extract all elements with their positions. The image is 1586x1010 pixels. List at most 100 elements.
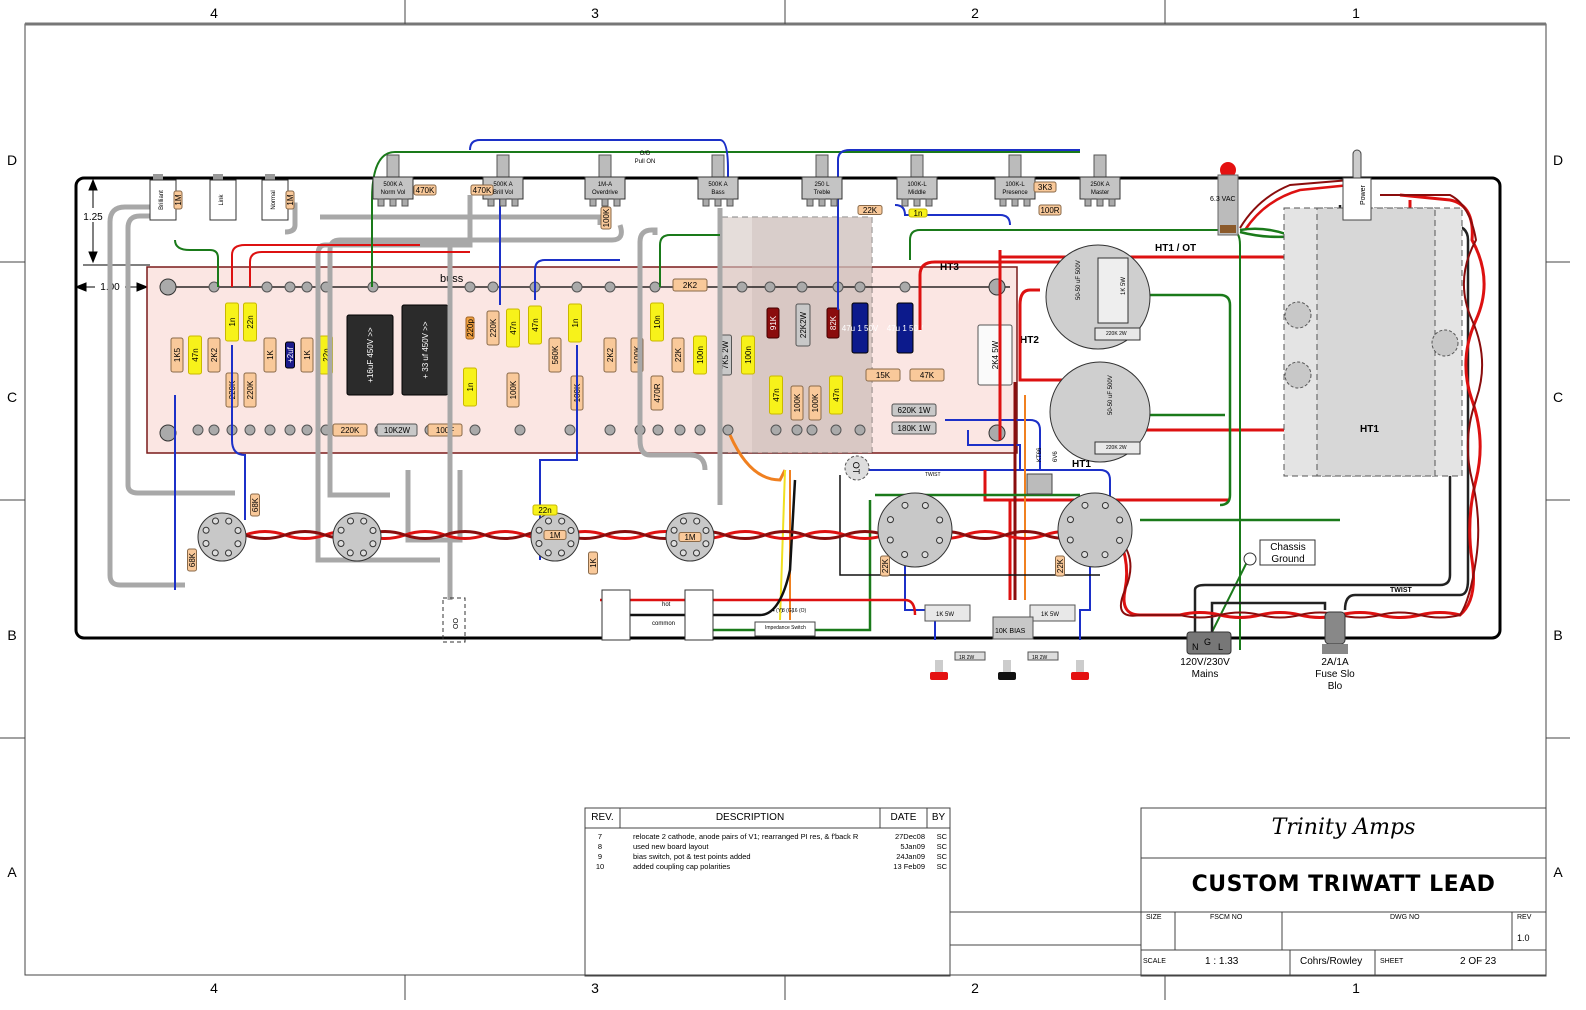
ht1-label: HT1 bbox=[1360, 424, 1379, 435]
zone-row-d: D bbox=[7, 152, 17, 168]
filter-cap-16uf-label: +16uF 450V >> bbox=[366, 327, 375, 383]
zone-row-b: B bbox=[7, 627, 16, 643]
resistor-label: 2K2 bbox=[210, 347, 219, 362]
pot-norm-vol[interactable]: 500K A Norm Vol bbox=[372, 154, 414, 207]
filter-can-2 bbox=[1049, 361, 1151, 463]
resistor-180k: 180K 1W bbox=[891, 421, 937, 435]
resistor: 1K5 bbox=[170, 337, 184, 373]
pot-name: Brill Vol bbox=[493, 190, 513, 196]
bias-test-points[interactable] bbox=[930, 660, 1089, 680]
zone-col-2-bottom: 2 bbox=[971, 980, 979, 996]
resistor-10k2w: 10K2W bbox=[376, 423, 418, 437]
resistor: 2K2 bbox=[603, 337, 617, 373]
cap-220p: 220p bbox=[465, 316, 475, 340]
turret bbox=[469, 424, 481, 436]
chassis-ground-box bbox=[1259, 539, 1316, 566]
rev-desc: used new board layout bbox=[633, 842, 709, 851]
rev-by: SC bbox=[936, 852, 947, 861]
capacitor: 47n bbox=[528, 305, 542, 345]
resistor-82k: 82K bbox=[826, 307, 840, 339]
cap-2uf-label: +2uf bbox=[286, 346, 295, 363]
screen-res-1: 1K 5W bbox=[936, 612, 954, 618]
transformer-footprint bbox=[1283, 207, 1463, 477]
resistor-label: 470R bbox=[653, 383, 662, 402]
filter-can-1 bbox=[1045, 244, 1151, 350]
resistor-91k: 91K bbox=[766, 307, 780, 339]
pin-g: G bbox=[1204, 637, 1211, 647]
pot-name: Overdrive bbox=[592, 190, 619, 196]
zone-row-a-right: A bbox=[1553, 864, 1563, 880]
can1-bleeder: 220K 2W bbox=[1106, 331, 1127, 337]
input-jack-link[interactable]: Link bbox=[209, 174, 237, 221]
cap-1n-label: 1n bbox=[914, 209, 923, 218]
rev-rev: 8 bbox=[597, 842, 603, 851]
resistor-22k2w-label: 22K2W bbox=[799, 311, 808, 338]
resistor-label: 100F bbox=[436, 426, 454, 435]
resistor-22k2w: 22K2W bbox=[795, 303, 811, 347]
pot-name: Presence bbox=[1002, 190, 1028, 196]
bias-test-res-1: 1R 2W bbox=[959, 655, 975, 661]
cap-22n-tube: 22n bbox=[532, 504, 558, 516]
res-1k-tube: 1K bbox=[588, 551, 598, 575]
capacitor-label: 1n bbox=[466, 383, 475, 392]
turret bbox=[284, 281, 296, 293]
resistor-1m-normal: 1M bbox=[285, 190, 295, 210]
resistor: 1K bbox=[263, 337, 277, 373]
resistor-label: 220K bbox=[246, 380, 255, 399]
rev-rev: 7 bbox=[597, 832, 603, 841]
by-header: BY bbox=[931, 812, 946, 823]
capacitor-label: 1n bbox=[571, 319, 580, 328]
dim-vertical: 1.25 bbox=[83, 212, 103, 223]
rev-desc: added coupling cap polarities bbox=[633, 862, 731, 871]
pot-name: Middle bbox=[908, 190, 926, 196]
pot-value: 250K A bbox=[1090, 182, 1109, 188]
resistor-label: 1K bbox=[303, 349, 312, 359]
res-1m-2-label: 1M bbox=[684, 533, 695, 542]
rev-by: SC bbox=[936, 832, 947, 841]
resistor-2k4-5w: 2K4 5W bbox=[977, 324, 1013, 386]
pot-name: Norm Vol bbox=[381, 190, 406, 196]
rev-date: 13 Feb09 bbox=[893, 862, 925, 871]
zone-row-a: A bbox=[7, 864, 17, 880]
filter-cap-16uf: +16uF 450V >> bbox=[346, 314, 394, 396]
turret bbox=[604, 424, 616, 436]
turret bbox=[722, 424, 734, 436]
power-switch[interactable] bbox=[1342, 149, 1372, 221]
iec-inlet[interactable] bbox=[1186, 631, 1232, 655]
electrolytic-1-label: 47u 1 50V bbox=[842, 324, 879, 333]
resistor: 100K bbox=[506, 372, 520, 408]
electrolytic-1: 47u 1 50V bbox=[842, 302, 879, 354]
bias-pot-label[interactable]: 10K BIAS bbox=[995, 628, 1026, 635]
pot-value: 500K A bbox=[383, 182, 402, 188]
resistor: 100F bbox=[427, 423, 463, 437]
tube-type-switch[interactable] bbox=[1026, 473, 1053, 495]
can1-cap: 50-50 uF 500V bbox=[1076, 260, 1082, 300]
screen-res-2: 1K 5W bbox=[1041, 612, 1059, 618]
size-label: SIZE bbox=[1146, 914, 1162, 921]
impedance-switch[interactable] bbox=[754, 621, 816, 637]
turret bbox=[301, 281, 313, 293]
scale-label: SCALE bbox=[1143, 958, 1166, 965]
electrolytic-2-label: 47u 1 50V bbox=[887, 324, 924, 333]
resistor: 220K bbox=[332, 423, 368, 437]
turret bbox=[652, 424, 664, 436]
input-jack-normal[interactable]: Normal bbox=[261, 174, 289, 221]
turret bbox=[208, 424, 220, 436]
resistor-label: 1K5 bbox=[173, 347, 182, 362]
shielded-cables bbox=[107, 195, 723, 600]
speaker-jacks[interactable] bbox=[442, 589, 714, 643]
desc-header: DESCRIPTION bbox=[715, 812, 785, 823]
turret bbox=[261, 281, 273, 293]
resistor-label: 1K bbox=[266, 349, 275, 359]
turret bbox=[806, 424, 818, 436]
res-1k-tube-label: 1K bbox=[589, 557, 598, 567]
capacitor-label: 10n bbox=[653, 315, 662, 328]
